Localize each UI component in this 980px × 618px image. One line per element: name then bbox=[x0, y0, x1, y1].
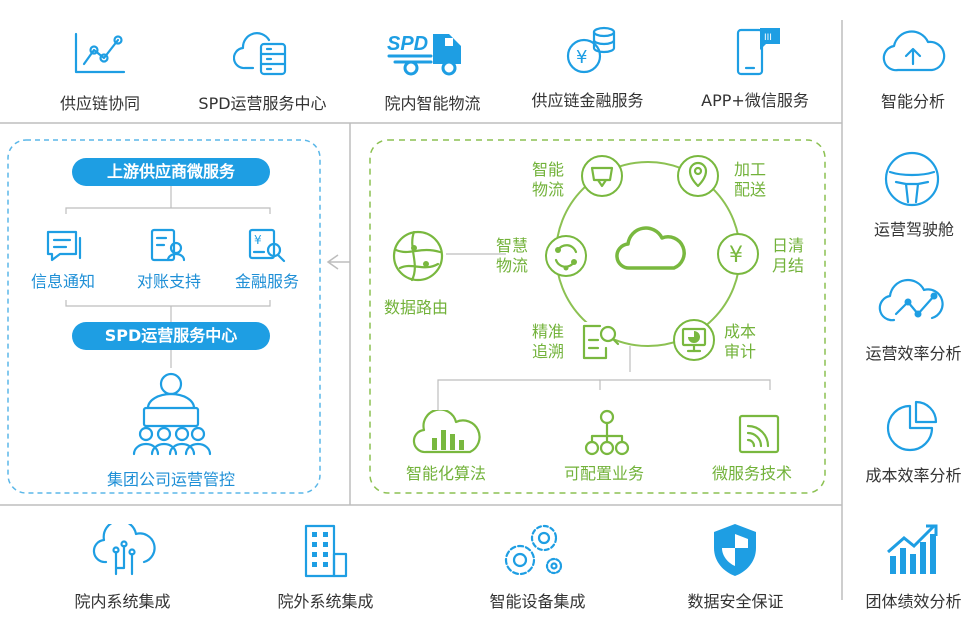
top-service-label-3: 院内智能物流 bbox=[384, 94, 481, 113]
cycle-label-1: 智能 物流 bbox=[532, 160, 565, 199]
upstream-pill: 上游供应商微服务 bbox=[72, 158, 270, 186]
bottom-center-label-3: 微服务技术 bbox=[712, 464, 793, 483]
mobile-chat-icon: III bbox=[736, 28, 780, 76]
finance-doc-icon: ¥ bbox=[248, 228, 286, 263]
cycle-label-2: 加工 配送 bbox=[734, 160, 767, 199]
cloud-upload-icon bbox=[882, 30, 946, 72]
right-analytics-label-5: 团体绩效分析 bbox=[865, 592, 962, 611]
cycle-label-6: 智慧 物流 bbox=[496, 236, 529, 275]
left-tree-lines bbox=[65, 186, 271, 368]
svg-text:¥: ¥ bbox=[254, 233, 262, 247]
right-analytics-label-4: 成本效率分析 bbox=[865, 466, 962, 485]
center-cloud-icon bbox=[615, 226, 686, 270]
search-doc-icon bbox=[580, 322, 620, 360]
reconcile-icon bbox=[150, 228, 186, 262]
monitor-chart-icon bbox=[673, 319, 715, 361]
top-service-label-2: SPD运营服务中心 bbox=[198, 94, 327, 113]
data-routing-label: 数据路由 bbox=[384, 298, 449, 317]
spd-center-pill: SPD运营服务中心 bbox=[72, 322, 270, 350]
finance-coins-icon: ¥ bbox=[566, 26, 616, 74]
left-item-label-2: 对账支持 bbox=[136, 272, 201, 291]
bottom-integration-label-4: 数据安全保证 bbox=[687, 592, 784, 611]
dashboard-icon bbox=[884, 151, 940, 207]
cycle-label-4: 成本 审计 bbox=[724, 322, 757, 361]
cart-icon bbox=[581, 155, 623, 197]
globe-icon bbox=[392, 230, 444, 282]
top-service-label-4: 供应链金融服务 bbox=[531, 91, 644, 110]
cloud-server-icon bbox=[233, 32, 287, 76]
cloud-trend-icon bbox=[878, 278, 944, 322]
group-meeting-icon bbox=[132, 372, 212, 456]
bar-growth-icon bbox=[887, 524, 938, 574]
shield-icon bbox=[714, 524, 756, 576]
svg-text:¥: ¥ bbox=[729, 243, 743, 268]
cycle-label-3: 日清 月结 bbox=[772, 236, 805, 275]
gears-icon bbox=[504, 524, 563, 576]
hierarchy-icon bbox=[584, 409, 630, 456]
spd-truck-icon: SPD bbox=[387, 33, 461, 76]
left-item-label-3: 金融服务 bbox=[234, 272, 299, 291]
svg-text:III: III bbox=[764, 33, 772, 43]
right-analytics-label-2: 运营驾驶舱 bbox=[873, 220, 954, 239]
top-service-label-1: 供应链协同 bbox=[59, 94, 140, 113]
cycle-label-5: 精准 追溯 bbox=[532, 322, 565, 361]
collaboration-chart-icon bbox=[74, 32, 126, 74]
signal-icon bbox=[738, 414, 780, 454]
location-icon bbox=[677, 155, 719, 197]
svg-text:SPD: SPD bbox=[387, 33, 428, 55]
bottom-center-label-2: 可配置业务 bbox=[564, 464, 645, 483]
right-analytics-label-3: 运营效率分析 bbox=[865, 344, 962, 363]
message-icon bbox=[46, 230, 82, 262]
yen-cycle-icon: ¥ bbox=[717, 233, 759, 275]
cloud-circuit-icon bbox=[92, 524, 156, 576]
svg-text:¥: ¥ bbox=[576, 47, 587, 68]
pie-icon bbox=[886, 400, 938, 452]
bottom-integration-label-1: 院内系统集成 bbox=[74, 592, 171, 611]
cloud-bars-icon bbox=[412, 410, 481, 454]
building-icon bbox=[304, 524, 348, 578]
top-service-label-5: APP+微信服务 bbox=[701, 91, 809, 110]
bottom-integration-label-3: 智能设备集成 bbox=[489, 592, 586, 611]
right-analytics-label-1: 智能分析 bbox=[880, 92, 945, 111]
bottom-center-label-1: 智能化算法 bbox=[406, 464, 487, 483]
left-item-label-1: 信息通知 bbox=[30, 272, 95, 291]
bottom-integration-label-2: 院外系统集成 bbox=[277, 592, 374, 611]
group-control-label: 集团公司运营管控 bbox=[106, 470, 235, 489]
refresh-icon bbox=[545, 235, 587, 277]
